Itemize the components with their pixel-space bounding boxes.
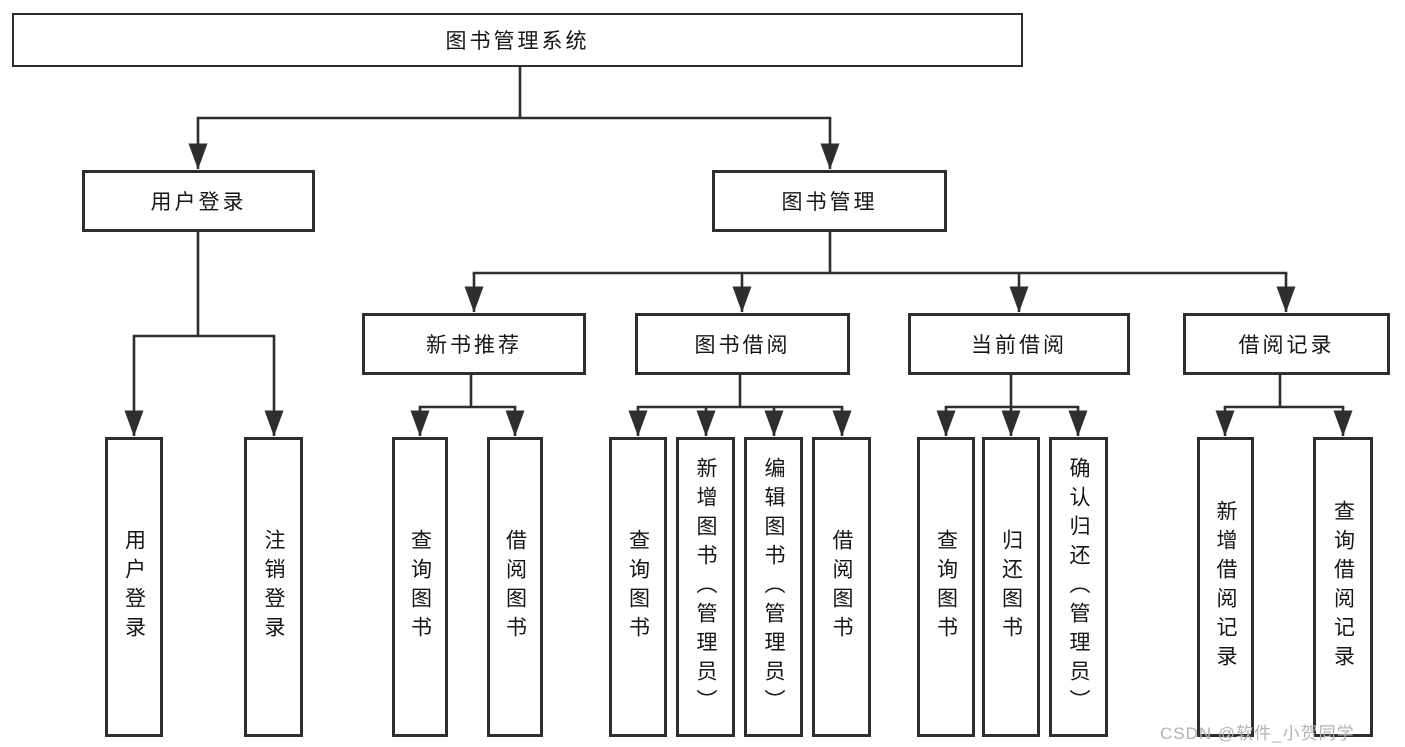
leaf-recommend-query-book: 查询图书	[392, 437, 448, 737]
leaf-user-login: 用户登录	[105, 437, 163, 737]
leaf-borrow-add-book-admin: 新增图书（管理员）	[676, 437, 735, 737]
node-book-borrow: 图书借阅	[635, 313, 850, 375]
node-root-label: 图书管理系统	[445, 30, 590, 53]
leaf-borrow-borrow-book: 借阅图书	[812, 437, 871, 737]
connector-current-spine	[944, 373, 1080, 409]
node-book-management: 图书管理	[712, 170, 947, 232]
leaf-current-confirm-return-admin: 确认归还（管理员）	[1049, 437, 1108, 737]
node-new-book-recommend: 新书推荐	[362, 313, 586, 375]
csdn-watermark: CSDN @软件_小贺同学	[1160, 724, 1355, 743]
node-root: 图书管理系统	[12, 13, 1023, 67]
leaf-current-return-book-label: 归还图书	[999, 529, 1023, 645]
leaf-borrow-query-book: 查询图书	[609, 437, 667, 737]
leaf-current-return-book: 归还图书	[982, 437, 1040, 737]
node-current-borrow: 当前借阅	[908, 313, 1130, 375]
leaf-records-query-borrow-record: 查询借阅记录	[1313, 437, 1373, 737]
node-user-login: 用户登录	[82, 170, 315, 232]
connector-records-spine	[1223, 373, 1345, 409]
leaf-current-query-book-label: 查询图书	[934, 529, 958, 645]
leaf-recommend-borrow-book-label: 借阅图书	[503, 529, 527, 645]
leaf-records-add-borrow-record: 新增借阅记录	[1197, 437, 1254, 737]
node-book-management-label: 图书管理	[781, 191, 878, 214]
leaf-user-login-label: 用户登录	[122, 529, 146, 645]
node-current-borrow-label: 当前借阅	[971, 334, 1067, 357]
node-book-borrow-label: 图书借阅	[694, 334, 791, 357]
leaf-borrow-borrow-book-label: 借阅图书	[830, 529, 853, 645]
leaf-borrow-edit-book-admin-label: 编辑图书（管理员）	[762, 456, 785, 718]
leaf-borrow-query-book-label: 查询图书	[626, 529, 650, 645]
connector-recommend-spine	[418, 373, 517, 409]
leaf-logout: 注销登录	[244, 437, 303, 737]
leaf-recommend-borrow-book: 借阅图书	[487, 437, 543, 737]
connector-user-login-spine	[132, 230, 276, 338]
leaf-records-add-borrow-record-label: 新增借阅记录	[1214, 500, 1237, 674]
leaf-records-query-borrow-record-label: 查询借阅记录	[1331, 500, 1355, 674]
leaf-current-confirm-return-admin-label: 确认归还（管理员）	[1067, 456, 1090, 718]
leaf-borrow-add-book-admin-label: 新增图书（管理员）	[694, 456, 717, 718]
connector-root-spine	[196, 65, 832, 120]
node-borrow-records-label: 借阅记录	[1238, 334, 1335, 357]
leaf-logout-label: 注销登录	[262, 529, 285, 645]
connector-book-management-spine	[472, 230, 1288, 275]
leaf-recommend-query-book-label: 查询图书	[408, 529, 432, 645]
node-new-book-recommend-label: 新书推荐	[426, 334, 522, 357]
node-borrow-records: 借阅记录	[1183, 313, 1390, 375]
leaf-current-query-book: 查询图书	[917, 437, 975, 737]
leaf-borrow-edit-book-admin: 编辑图书（管理员）	[744, 437, 803, 737]
connector-borrow-spine	[636, 373, 844, 409]
node-user-login-label: 用户登录	[150, 191, 247, 214]
